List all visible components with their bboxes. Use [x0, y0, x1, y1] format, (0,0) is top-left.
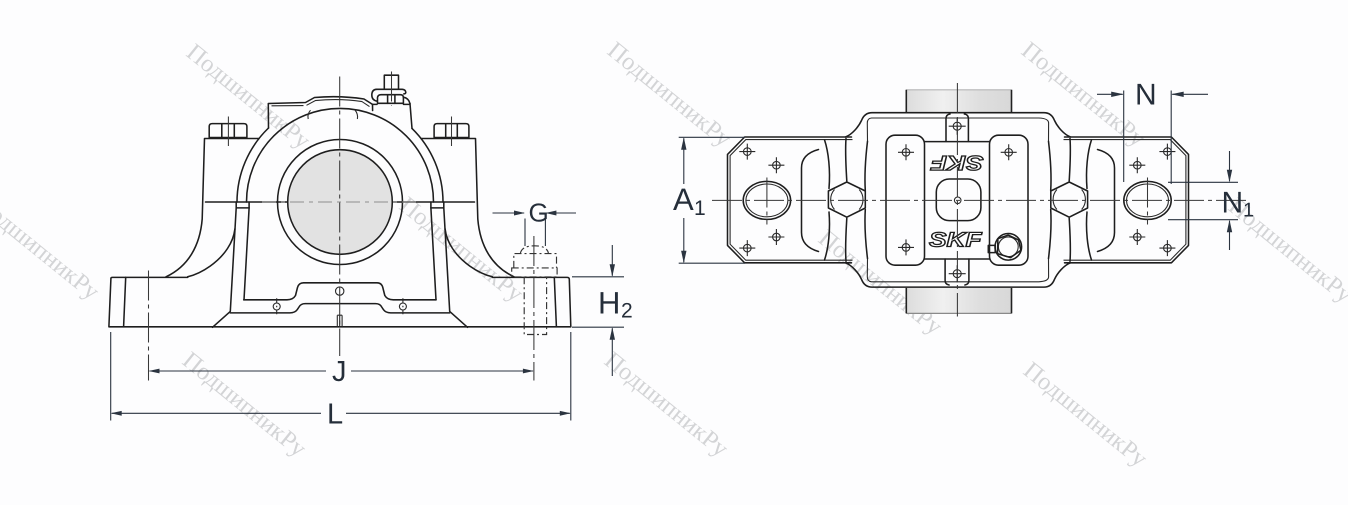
svg-text:1: 1 [1243, 200, 1254, 222]
svg-text:N: N [1222, 187, 1244, 220]
svg-text:1: 1 [694, 197, 706, 220]
svg-text:A: A [673, 182, 694, 217]
svg-text:2: 2 [621, 300, 633, 323]
svg-text:N: N [1135, 79, 1157, 112]
svg-text:J: J [332, 356, 347, 388]
svg-text:SKF: SKF [929, 228, 982, 251]
svg-text:G: G [529, 198, 549, 228]
svg-text:L: L [327, 399, 343, 431]
svg-text:H: H [598, 286, 620, 321]
